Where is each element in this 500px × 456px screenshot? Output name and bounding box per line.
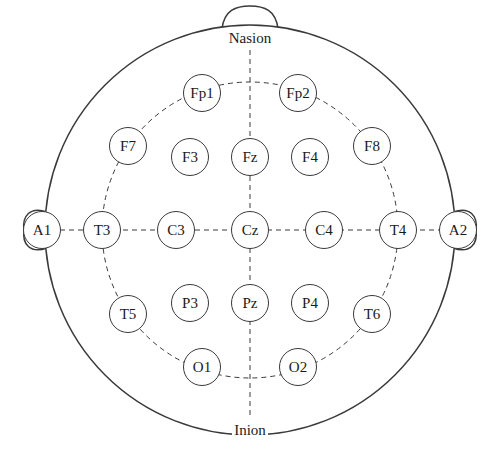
electrode-circle: T4 (379, 211, 417, 249)
electrode-circle: F8 (353, 127, 391, 165)
electrode-label: T5 (120, 307, 137, 322)
electrode-label: Fp2 (286, 86, 309, 101)
electrode-label: P4 (302, 296, 318, 311)
electrode-label: Pz (243, 296, 258, 311)
electrode-circle: A2 (439, 211, 477, 249)
electrode-label: F4 (302, 150, 318, 165)
head-circle (45, 25, 455, 435)
electrode-circle: C3 (157, 211, 195, 249)
electrode-label: P3 (182, 296, 198, 311)
electrode-label: T4 (390, 223, 407, 238)
electrode-circle: C4 (305, 211, 343, 249)
electrode-circle: Pz (231, 284, 269, 322)
electrode-circle: Fp1 (183, 74, 221, 112)
electrode-circle: Fz (231, 138, 269, 176)
electrode-circle: F3 (171, 138, 209, 176)
electrode-label: Fp1 (190, 86, 213, 101)
electrode-label: F3 (182, 150, 198, 165)
electrode-circle: F4 (291, 138, 329, 176)
electrode-circle: P4 (291, 284, 329, 322)
electrode-label: C3 (167, 223, 185, 238)
electrode-circle: A1 (23, 211, 61, 249)
electrode-label: O2 (289, 360, 307, 375)
electrode-circle: O1 (183, 348, 221, 386)
landmark-label: Inion (232, 423, 268, 438)
electrode-label: T3 (94, 223, 111, 238)
electrode-circle: T3 (83, 211, 121, 249)
electrode-circle: T6 (353, 295, 391, 333)
electrode-label: A1 (33, 223, 51, 238)
electrode-label: T6 (364, 307, 381, 322)
electrode-label: F8 (364, 139, 380, 154)
electrode-circle: F7 (109, 127, 147, 165)
electrode-circle: Cz (231, 211, 269, 249)
electrode-label: A2 (449, 223, 467, 238)
electrode-circle: T5 (109, 295, 147, 333)
electrode-circle: P3 (171, 284, 209, 322)
electrode-label: F7 (120, 139, 136, 154)
electrode-label: O1 (193, 360, 211, 375)
landmark-label: Nasion (227, 31, 274, 46)
electrode-circle: O2 (279, 348, 317, 386)
electrode-label: Cz (242, 223, 259, 238)
electrode-circle: Fp2 (279, 74, 317, 112)
electrode-label: Fz (243, 150, 258, 165)
electrode-label: C4 (315, 223, 333, 238)
